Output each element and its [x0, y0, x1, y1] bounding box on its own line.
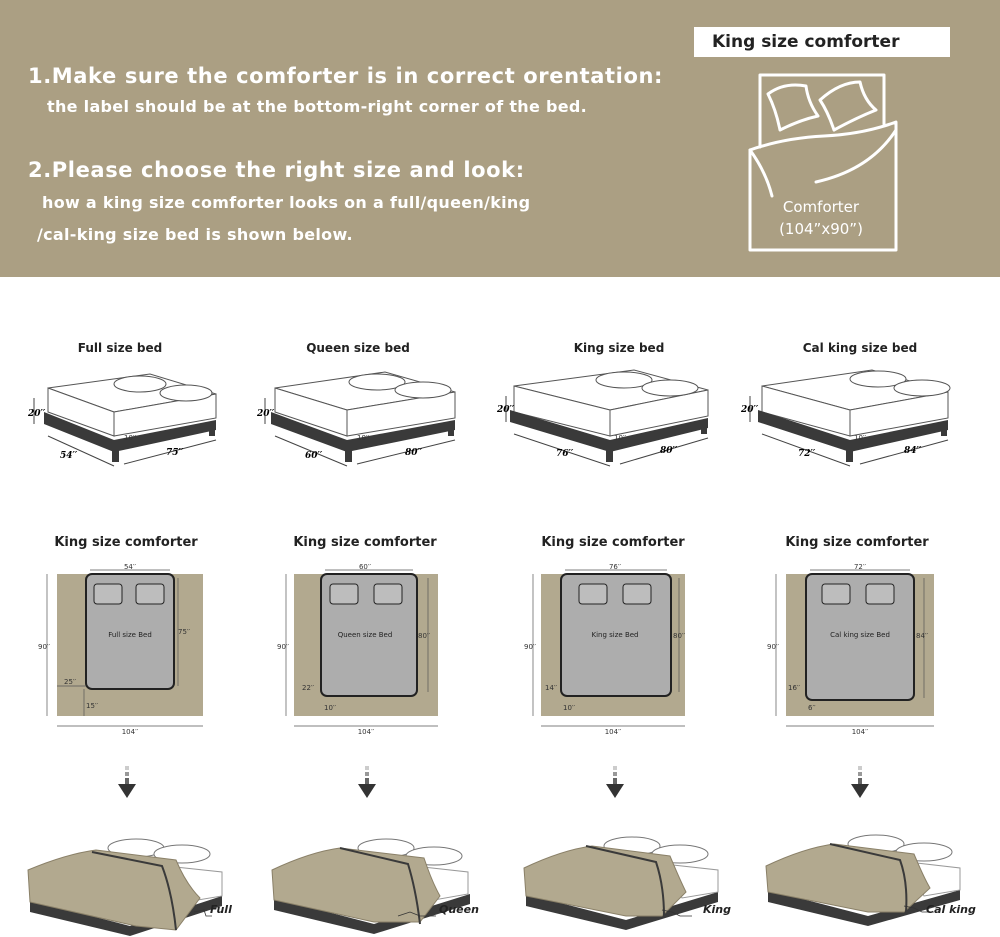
bed-title-king: King size bed: [573, 341, 665, 355]
foot-overhang-label: 10′′: [563, 704, 575, 712]
bed-height-label: 20′′: [740, 405, 759, 415]
side-length-label: 84′′: [916, 632, 928, 640]
bed-label: Full size Bed: [108, 631, 152, 639]
bed-diagram-queen: 20′′ 10′′ 60′′ 80′′: [256, 371, 456, 467]
result-label-queen: Queen: [439, 903, 479, 916]
mattress-label: 10′′: [854, 434, 866, 442]
bed-height-label: 20′′: [256, 409, 275, 419]
layout-title-king: King size comforter: [541, 535, 685, 550]
down-arrow-icon: [358, 766, 376, 798]
bed-width-label: 72′′: [798, 449, 816, 459]
step1-title: 1.Make sure the comforter is in correct …: [28, 64, 664, 88]
mattress-label: 10′′: [614, 434, 626, 442]
down-arrow-icon: [118, 766, 136, 798]
step2-title: 2.Please choose the right size and look:: [28, 158, 525, 182]
header-banner: 1.Make sure the comforter is in correct …: [0, 0, 1000, 277]
top-width-label: 54′′: [124, 563, 136, 571]
down-arrow-icon: [606, 766, 624, 798]
bed-height-label: 20′′: [496, 405, 515, 415]
total-width-label: 104′′: [122, 728, 139, 736]
result-label-full: Full: [210, 903, 232, 916]
bed-height-label: 20′′: [27, 409, 46, 419]
comforter-word: Comforter: [782, 198, 860, 216]
layout-title-queen: King size comforter: [293, 535, 437, 550]
bed-title-queen: Queen size bed: [306, 341, 410, 355]
total-width-label: 104′′: [358, 728, 375, 736]
step2-line1: how a king size comforter looks on a ful…: [42, 193, 531, 212]
result-label-calking: Cal king: [926, 903, 976, 916]
layout-title-calking: King size comforter: [785, 535, 929, 550]
bed-length-label: 80′′: [405, 448, 423, 458]
bed-label: Cal king size Bed: [830, 631, 890, 639]
result-illustration-king: [523, 836, 719, 930]
foot-overhang-label: 10′′: [324, 704, 336, 712]
layout-title-full: King size comforter: [54, 535, 198, 550]
total-height-label: 90′′: [277, 643, 289, 651]
foot-overhang-label: 6′′: [808, 704, 816, 712]
bed-diagram-king: 20′′ 10′′ 76′′ 80′′: [496, 369, 709, 467]
bed-length-label: 75′′: [166, 448, 184, 458]
king-size-label: King size comforter: [694, 27, 950, 57]
side-length-label: 75′′: [178, 628, 190, 636]
foot-overhang-label: 15′′: [86, 702, 98, 710]
side-overhang-label: 14′′: [545, 684, 557, 692]
side-overhang-label: 22′′: [302, 684, 314, 692]
result-label-king: King: [703, 903, 731, 916]
mattress-label: 10′′: [357, 434, 369, 442]
side-length-label: 80′′: [418, 632, 430, 640]
bed-diagram-calking: 20′′ 10′′ 72′′ 84′′: [740, 369, 951, 467]
down-arrow-icon: [851, 766, 869, 798]
layout-diagram-calking: Cal king size Bed 72′′ 84′′ 90′′ 16′′ 6′…: [767, 563, 934, 736]
top-width-label: 60′′: [359, 563, 371, 571]
layout-diagram-full: Full size Bed 54′′ 75′′ 90′′ 25′′ 15′′ 1…: [38, 563, 203, 736]
bed-diagram-full: 20′′ 10′′ 54′′ 75′′: [27, 373, 217, 467]
bed-length-label: 80′′: [660, 446, 678, 456]
total-height-label: 90′′: [524, 643, 536, 651]
step2-line2: /cal-king size bed is shown below.: [37, 225, 353, 244]
layout-diagram-queen: Queen size Bed 60′′ 80′′ 90′′ 22′′ 10′′ …: [277, 563, 438, 736]
bed-label: King size Bed: [592, 631, 639, 639]
result-illustration-queen: [271, 838, 470, 934]
bed-title-full: Full size bed: [77, 341, 163, 355]
comforter-dims: (104”x90”): [779, 220, 863, 238]
bed-width-label: 76′′: [556, 449, 574, 459]
mattress-label: 10′′: [124, 434, 136, 442]
bed-length-label: 84′′: [904, 446, 922, 456]
top-width-label: 72′′: [854, 563, 866, 571]
bed-width-label: 54′′: [60, 451, 78, 461]
total-height-label: 90′′: [38, 643, 50, 651]
result-illustration-full: [27, 838, 223, 936]
comforter-icon: [748, 73, 898, 252]
layout-diagram-king: King size Bed 76′′ 80′′ 90′′ 14′′ 10′′ 1…: [524, 563, 685, 736]
result-illustration-calking: [765, 834, 961, 926]
side-overhang-label: 25′′: [64, 678, 76, 686]
side-length-label: 80′′: [673, 632, 685, 640]
total-width-label: 104′′: [605, 728, 622, 736]
total-width-label: 104′′: [852, 728, 869, 736]
bed-title-calking: Cal king size bed: [802, 341, 918, 355]
side-overhang-label: 16′′: [788, 684, 800, 692]
bed-label: Queen size Bed: [338, 631, 393, 639]
total-height-label: 90′′: [767, 643, 779, 651]
step1-text: the label should be at the bottom-right …: [47, 97, 588, 116]
top-width-label: 76′′: [609, 563, 621, 571]
bed-width-label: 60′′: [305, 451, 323, 461]
